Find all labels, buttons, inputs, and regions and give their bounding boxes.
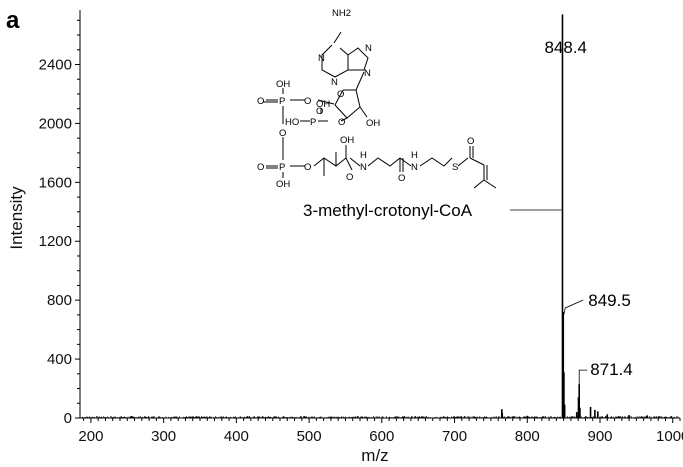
atom-o-eq-bottom: O bbox=[257, 162, 264, 173]
atom-n-amide1: N bbox=[360, 162, 367, 173]
peak-label-848: 848.4 bbox=[544, 38, 587, 57]
noise-baseline bbox=[81, 415, 679, 418]
x-tick-label: 600 bbox=[369, 428, 394, 445]
peak-label-849: 849.5 bbox=[588, 291, 631, 310]
atom-o-eq-mid: O bbox=[316, 106, 323, 117]
y-tick-label: 2000 bbox=[39, 115, 72, 132]
atom-ho-p-mid: HO bbox=[285, 117, 299, 128]
y-tick-label: 800 bbox=[47, 292, 72, 309]
adenine-pyrimidine-ring bbox=[321, 44, 349, 78]
atom-nh2: NH2 bbox=[332, 8, 351, 19]
x-tick-label: 300 bbox=[151, 428, 176, 445]
y-tick-label: 400 bbox=[47, 351, 72, 368]
x-tick-label: 400 bbox=[224, 428, 249, 445]
leader-871 bbox=[578, 369, 588, 385]
pantetheine-chain bbox=[313, 157, 353, 171]
spectrum-trace bbox=[81, 14, 679, 418]
x-tick-label: 200 bbox=[78, 428, 103, 445]
ribose-ring bbox=[334, 89, 361, 119]
atom-o-eq-top: O bbox=[257, 96, 264, 107]
atom-o-bridge: O bbox=[279, 128, 286, 139]
panel-label: a bbox=[6, 7, 20, 34]
compound-name-label: 3-methyl-crotonyl-CoA bbox=[303, 201, 473, 220]
atom-o-link-bottom: O bbox=[304, 162, 311, 173]
atom-oh-p-bottom: OH bbox=[276, 179, 290, 190]
atom-n3: N bbox=[331, 77, 338, 88]
atom-p-bottom: P bbox=[279, 162, 285, 173]
adenine-imidazole-ring bbox=[347, 47, 369, 71]
atom-o-ring: O bbox=[337, 89, 344, 100]
axes: 0 400 800 1200 1600 2000 2400 200 300 400 500 600 70… bbox=[39, 10, 683, 445]
x-tick-label: 900 bbox=[587, 428, 612, 445]
atom-s: S bbox=[452, 162, 458, 173]
atom-o-ribose3: O bbox=[338, 117, 345, 128]
atom-n9: N bbox=[364, 68, 371, 79]
y-axis-title: Intensity bbox=[7, 186, 26, 250]
atom-o-link-top: O bbox=[304, 96, 311, 107]
atom-o-thioester: O bbox=[467, 136, 474, 147]
x-axis-title: m/z bbox=[361, 446, 388, 465]
x-tick-label: 1000 bbox=[656, 428, 683, 445]
atom-oh-ribose: OH bbox=[366, 118, 380, 129]
x-tick-label: 500 bbox=[297, 428, 322, 445]
peak-annotations: 848.4 849.5 871.4 3-methyl-crotonyl-CoA bbox=[303, 38, 633, 385]
atom-oh-p-mid: OH bbox=[316, 99, 330, 110]
y-tick-label: 1200 bbox=[39, 233, 72, 250]
atom-oh-pant: OH bbox=[340, 135, 354, 146]
atom-n-amide2: N bbox=[411, 162, 418, 173]
x-tick-label: 700 bbox=[442, 428, 467, 445]
atom-p-mid: P bbox=[310, 117, 316, 128]
atom-p-top: P bbox=[279, 96, 285, 107]
atom-h-amide1: H bbox=[360, 150, 367, 161]
x-tick-label: 800 bbox=[515, 428, 540, 445]
leader-849 bbox=[562, 299, 584, 318]
chemical-structure-diagram: NH2 N N N N O OH O P OH O O O P OH O O P… bbox=[257, 8, 497, 190]
atom-h-amide2: H bbox=[411, 150, 418, 161]
peak-label-871: 871.4 bbox=[590, 360, 633, 379]
atom-oh-p-top: OH bbox=[276, 79, 290, 90]
y-tick-label: 1600 bbox=[39, 174, 72, 191]
atom-n7: N bbox=[365, 43, 372, 54]
atom-o-amide1: O bbox=[346, 172, 353, 183]
atom-n1: N bbox=[318, 53, 325, 64]
y-tick-label: 2400 bbox=[39, 56, 72, 73]
y-tick-label: 0 bbox=[64, 410, 72, 427]
atom-o-amide2: O bbox=[398, 173, 405, 184]
